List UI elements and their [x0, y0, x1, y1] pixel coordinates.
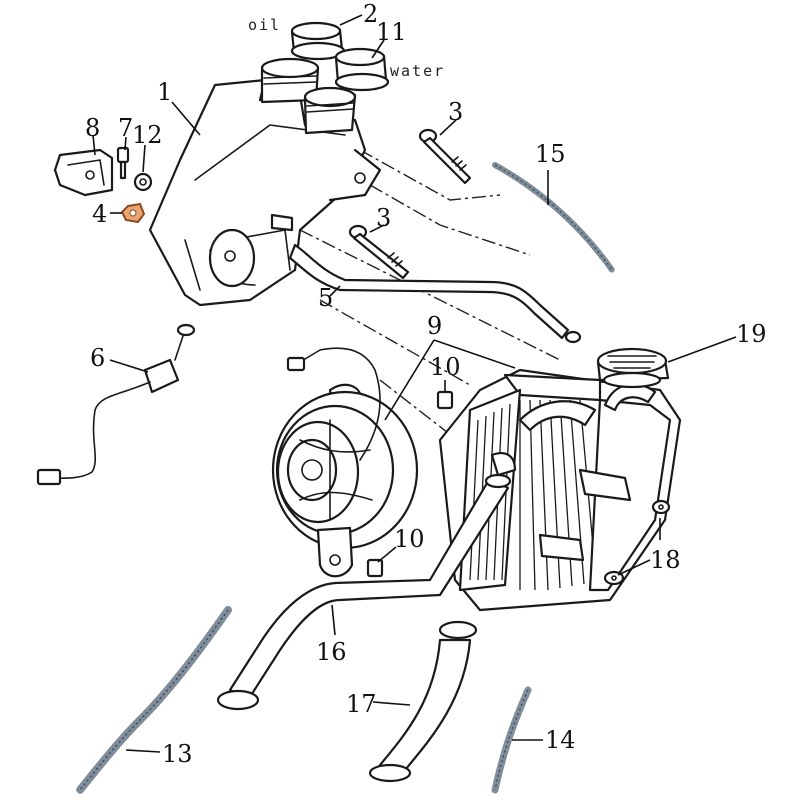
callout-16: 16: [316, 638, 347, 666]
washer: [133, 172, 153, 192]
bolt-upper: [418, 128, 472, 185]
reservoir-tank: [148, 57, 382, 307]
radiator: [438, 368, 682, 612]
callout-3-lower: 3: [376, 204, 391, 232]
callout-18: 18: [650, 546, 681, 574]
nut: [120, 202, 146, 224]
callout-15: 15: [535, 140, 566, 168]
oil-label: oil: [248, 16, 281, 34]
grommet-lower: [366, 558, 384, 578]
callout-5: 5: [318, 284, 333, 312]
screw: [116, 146, 130, 180]
callout-7: 7: [118, 114, 133, 142]
radiator-inlet-hose: [368, 620, 478, 783]
callout-numbers: 1 2 3 3 4 5 6 7 8 9 10 10 11 12 13 14 15…: [85, 0, 767, 768]
callout-10-upper: 10: [430, 353, 461, 381]
callout-3-upper: 3: [448, 98, 463, 126]
callout-14: 14: [545, 726, 576, 754]
callout-13: 13: [162, 740, 193, 768]
callout-1: 1: [157, 78, 172, 106]
radiator-cap: [596, 347, 670, 389]
radiator-outlet-hose: [216, 473, 512, 711]
cooling-fan: [271, 347, 419, 578]
overflow-hose: [288, 243, 582, 344]
callout-12: 12: [132, 121, 163, 149]
spring-guard-short: [491, 686, 532, 794]
callout-4: 4: [92, 200, 107, 228]
callout-17: 17: [346, 690, 377, 718]
oil-cap: [290, 21, 346, 61]
thermo-switch: [36, 323, 196, 486]
callout-19: 19: [736, 320, 767, 348]
water-cap: [334, 47, 390, 92]
callout-6: 6: [90, 344, 105, 372]
collar-upper: [651, 499, 671, 515]
callout-9: 9: [427, 312, 442, 340]
leader-lines: [92, 14, 737, 753]
spring-guard-upper: [492, 162, 615, 273]
callout-2: 2: [363, 0, 378, 28]
bracket: [53, 148, 114, 197]
callout-10-lower: 10: [394, 525, 425, 553]
callout-11: 11: [376, 18, 407, 46]
callout-8: 8: [85, 114, 100, 142]
water-label: water: [390, 62, 445, 80]
bolt-lower: [348, 224, 410, 280]
grommet-upper: [436, 390, 454, 410]
spring-guard-long: [76, 606, 232, 794]
